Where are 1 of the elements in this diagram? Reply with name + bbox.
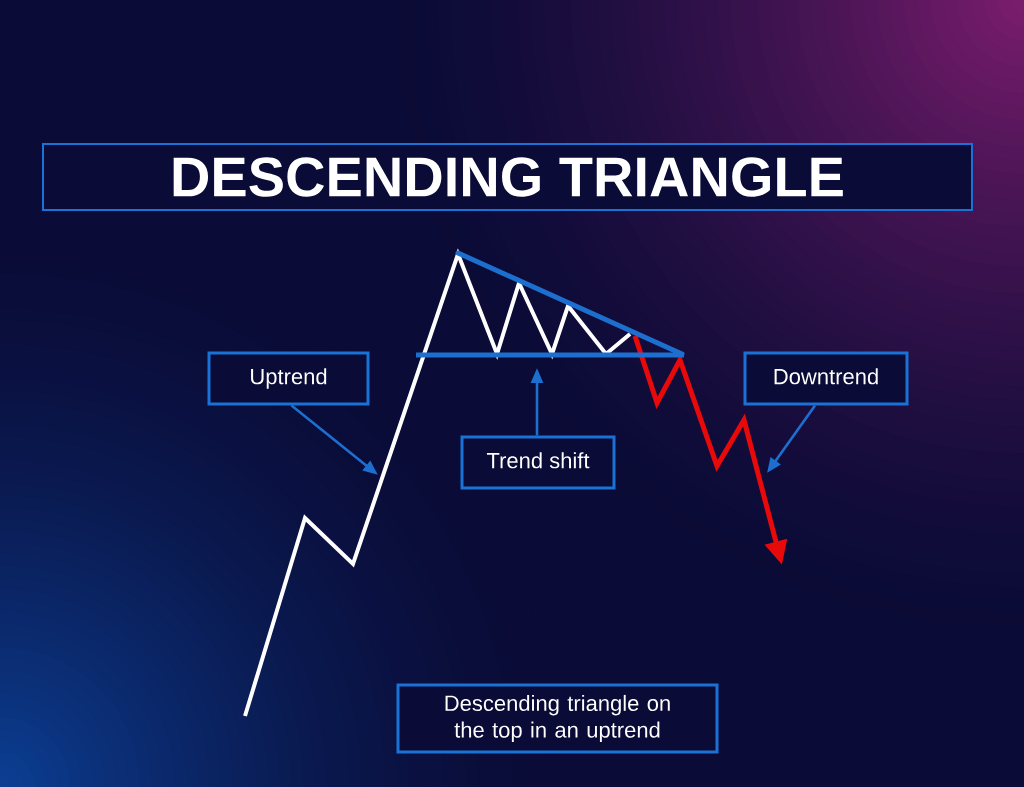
title-banner: DESCENDING TRIANGLE bbox=[42, 143, 973, 211]
